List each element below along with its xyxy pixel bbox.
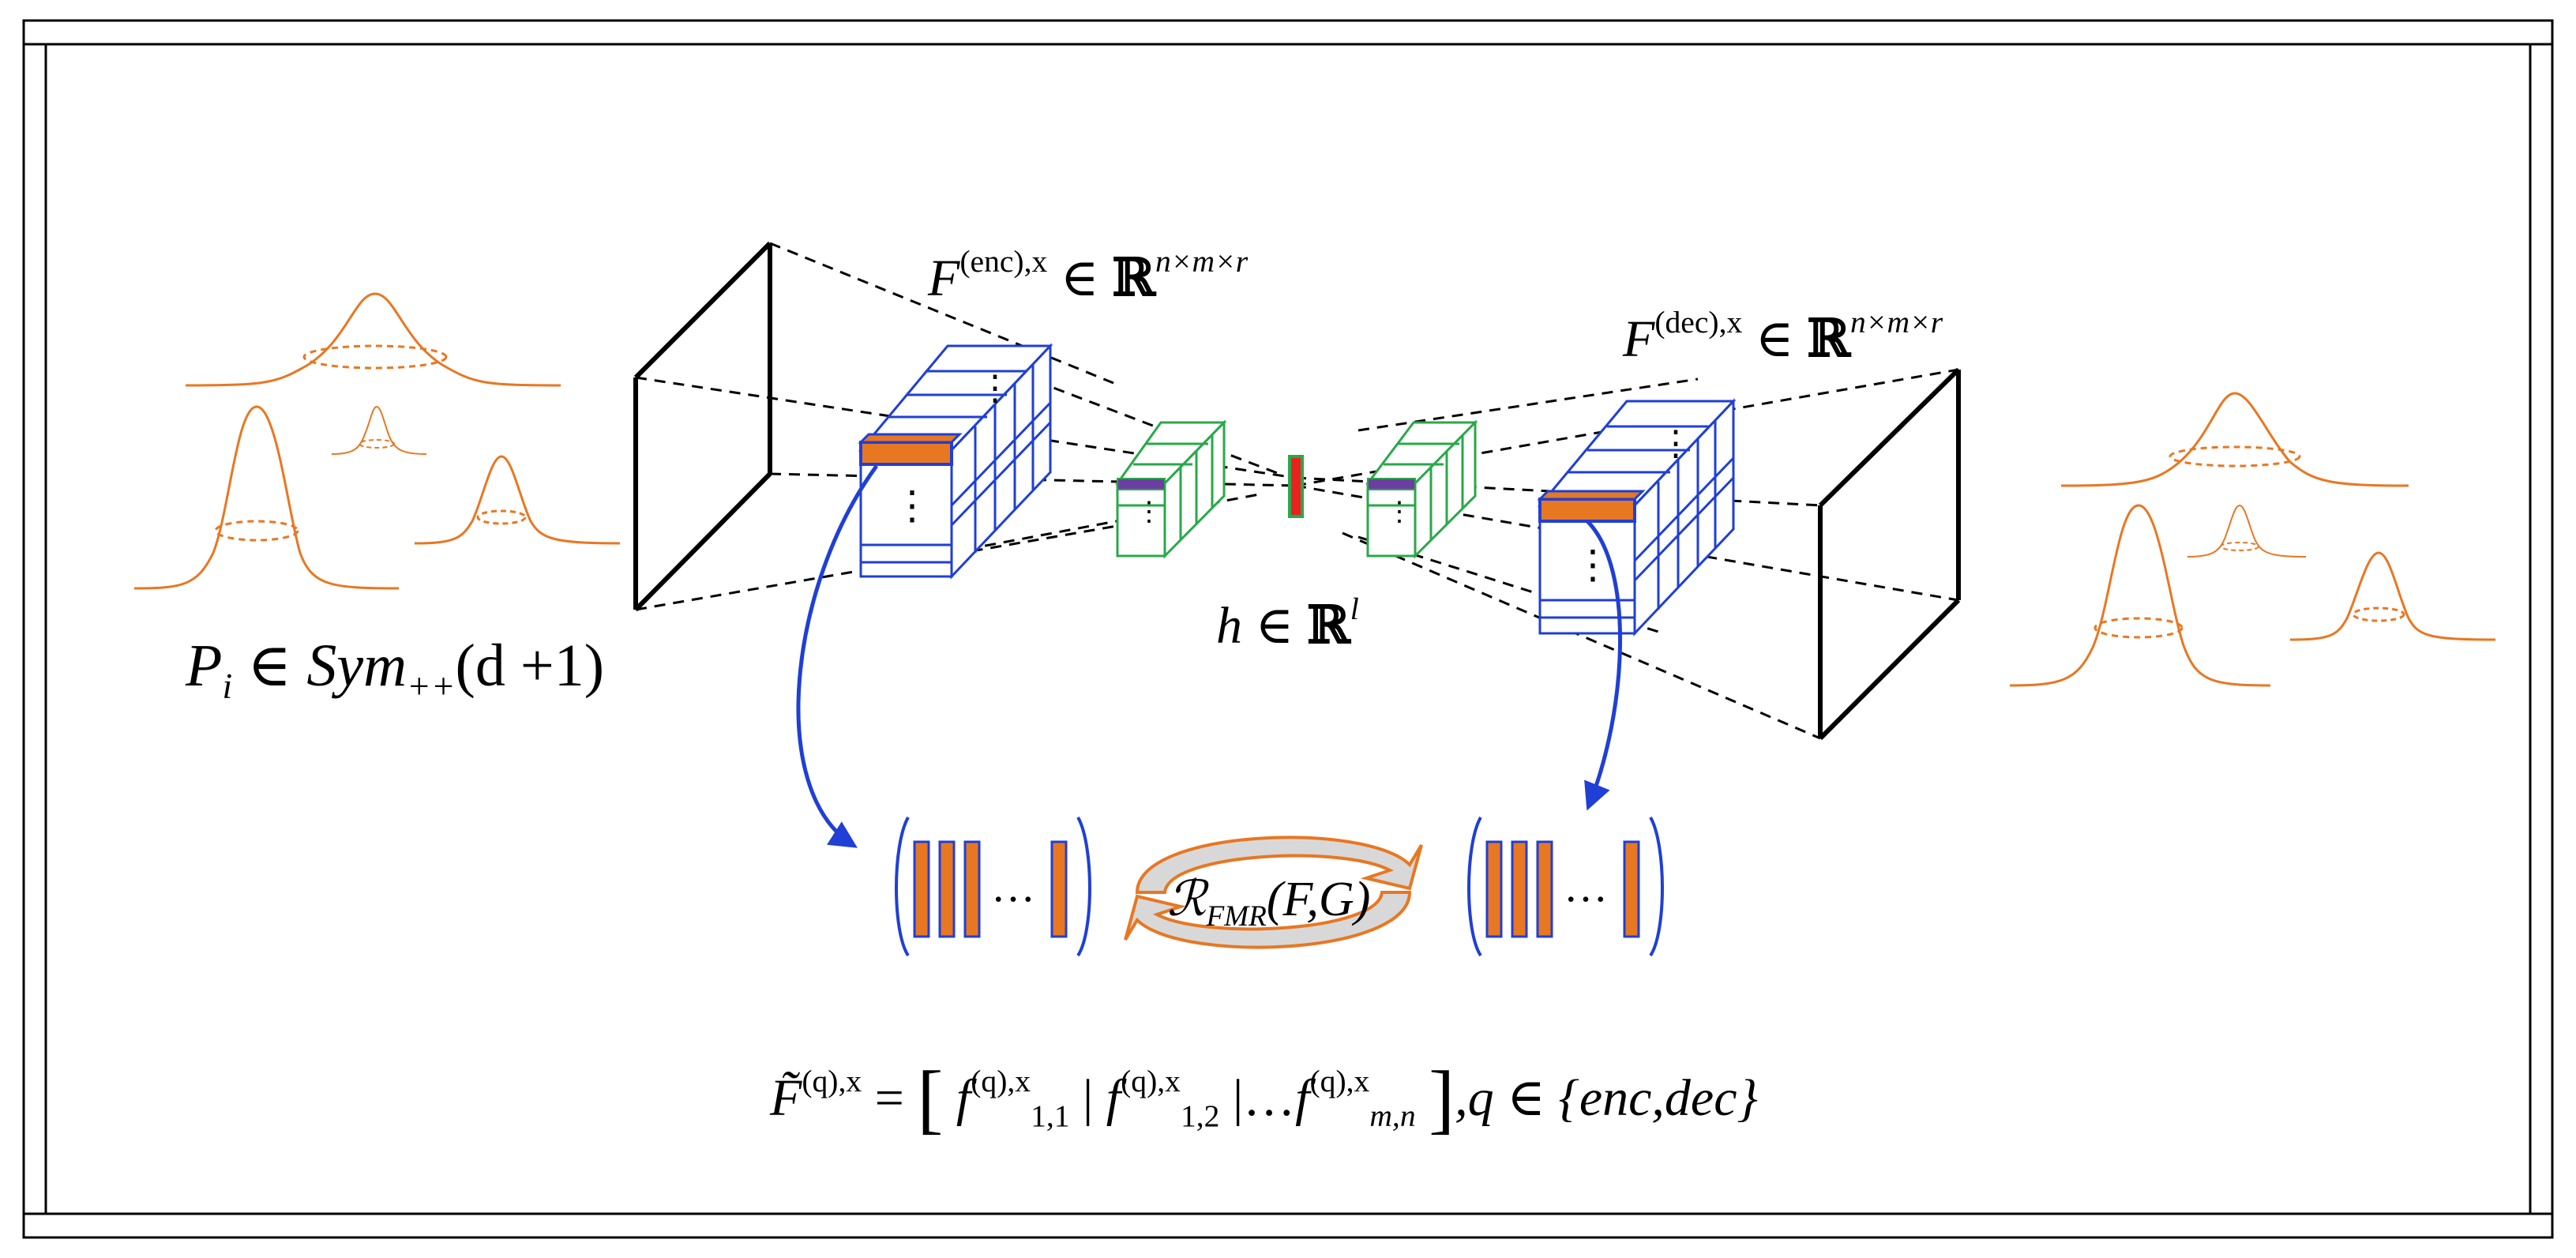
encoder-feature-cube bbox=[858, 343, 1053, 580]
cube-dots: ⋮ bbox=[1386, 498, 1413, 527]
latent-label: h ∈ ℝl bbox=[1216, 594, 1359, 655]
reg-args: (F,G) bbox=[1266, 873, 1371, 926]
gaussian-bump bbox=[2187, 504, 2307, 558]
dec-in-symbol: ∈ bbox=[1755, 310, 1794, 368]
latent-h-symbol: h bbox=[1216, 597, 1242, 655]
gaussian-bump bbox=[2009, 504, 2271, 687]
input-image-plane bbox=[633, 241, 772, 612]
left-gaussians bbox=[133, 292, 621, 590]
enc-real-symbol: ℝ bbox=[1112, 246, 1156, 308]
reg-subscript: FMR bbox=[1206, 900, 1267, 933]
decoder-feature-cube bbox=[1537, 398, 1737, 637]
feature-matrix-formula: F̃(q),x = [ f(q),x1,1 | f(q),x1,2 |…f(q)… bbox=[770, 1050, 1758, 1138]
gaussian-bump bbox=[133, 405, 400, 590]
formula-f2: f bbox=[1106, 1069, 1121, 1127]
formula-f2-sub: 1,2 bbox=[1180, 1098, 1220, 1133]
formula-sep1: | bbox=[1083, 1069, 1094, 1127]
decoder-feature-highlight bbox=[1538, 498, 1636, 523]
formula-f3-sup: (q),x bbox=[1309, 1064, 1370, 1099]
encoder-feature-highlight bbox=[859, 441, 953, 466]
gaussian-bump bbox=[2289, 551, 2496, 641]
encoder-bottleneck-cube bbox=[1115, 419, 1227, 559]
formula-f3: f bbox=[1295, 1069, 1310, 1127]
sym-text: ∈ Sym bbox=[247, 633, 407, 699]
dec-real-symbol: ℝ bbox=[1807, 307, 1851, 369]
dec-dims: n×m×r bbox=[1850, 305, 1943, 340]
formula-f2-sup: (q),x bbox=[1121, 1064, 1181, 1099]
output-image-plane bbox=[1818, 367, 1961, 741]
cube-dots: ⋮ bbox=[978, 369, 1012, 407]
encoder-feature-matrix bbox=[895, 817, 1091, 957]
enc-f-symbol: F bbox=[928, 250, 960, 307]
latent-in-symbol: ∈ bbox=[1255, 597, 1294, 655]
formula-open-bracket: [ bbox=[917, 1055, 944, 1142]
formula-f1: f bbox=[956, 1069, 971, 1127]
formula-f1-sub: 1,1 bbox=[1031, 1098, 1070, 1133]
cube-dots: ⋮ bbox=[1658, 424, 1693, 463]
gaussian-set-label: Pi ∈ Sym++(d +1) bbox=[186, 633, 605, 704]
dec-f-superscript: (dec),x bbox=[1654, 305, 1743, 340]
encoder-extract-arrow bbox=[796, 464, 879, 848]
gaussian-bump bbox=[414, 455, 621, 545]
matrix-ellipsis: … bbox=[1564, 862, 1608, 911]
sym-tail: (d +1) bbox=[455, 633, 605, 699]
gaussian-bump bbox=[2060, 392, 2409, 487]
formula-f3-sub: m,n bbox=[1369, 1098, 1416, 1133]
matrix-ellipsis: … bbox=[991, 862, 1035, 911]
decoder-feature-label: F(dec),x ∈ ℝn×m×r bbox=[1623, 307, 1943, 368]
gaussian-bump bbox=[331, 405, 427, 455]
enc-f-superscript: (enc),x bbox=[959, 244, 1048, 280]
latent-real-symbol: ℝ bbox=[1306, 594, 1350, 655]
formula-tail: ,q ∈ {enc,dec} bbox=[1455, 1069, 1758, 1127]
p-symbol: P bbox=[186, 633, 223, 699]
outer-frame bbox=[22, 19, 2554, 1239]
decoder-bottleneck-cube bbox=[1365, 419, 1478, 559]
decoder-extract-arrow bbox=[1584, 520, 1622, 811]
cube-dots: ⋮ bbox=[1136, 498, 1162, 527]
formula-close-bracket: ] bbox=[1429, 1055, 1455, 1142]
formula-eq: = bbox=[874, 1069, 904, 1127]
dec-f-symbol: F bbox=[1623, 310, 1655, 368]
formula-lhs-sup: (q),x bbox=[802, 1064, 862, 1099]
formula-sep2: |… bbox=[1232, 1069, 1296, 1127]
cube-dots: ⋮ bbox=[892, 483, 932, 528]
p-subscript: i bbox=[222, 665, 233, 706]
formula-f1-sup: (q),x bbox=[971, 1064, 1031, 1099]
right-gaussians bbox=[2009, 392, 2496, 687]
regularizer-label: ℛFMR(F,G) bbox=[1167, 873, 1371, 931]
formula-lhs: F̃ bbox=[770, 1069, 802, 1127]
latent-dim: l bbox=[1350, 591, 1359, 627]
latent-code bbox=[1288, 455, 1304, 518]
cube-dots: ⋮ bbox=[1573, 543, 1613, 587]
decoder-feature-matrix bbox=[1467, 817, 1664, 957]
reg-symbol: ℛ bbox=[1167, 873, 1207, 926]
sym-subscript: ++ bbox=[406, 665, 456, 706]
encoder-feature-label: F(enc),x ∈ ℝn×m×r bbox=[928, 246, 1248, 307]
gaussian-bump bbox=[185, 292, 561, 387]
enc-dims: n×m×r bbox=[1155, 244, 1249, 280]
cycle-arrows bbox=[1124, 836, 1423, 949]
enc-in-symbol: ∈ bbox=[1060, 250, 1099, 307]
